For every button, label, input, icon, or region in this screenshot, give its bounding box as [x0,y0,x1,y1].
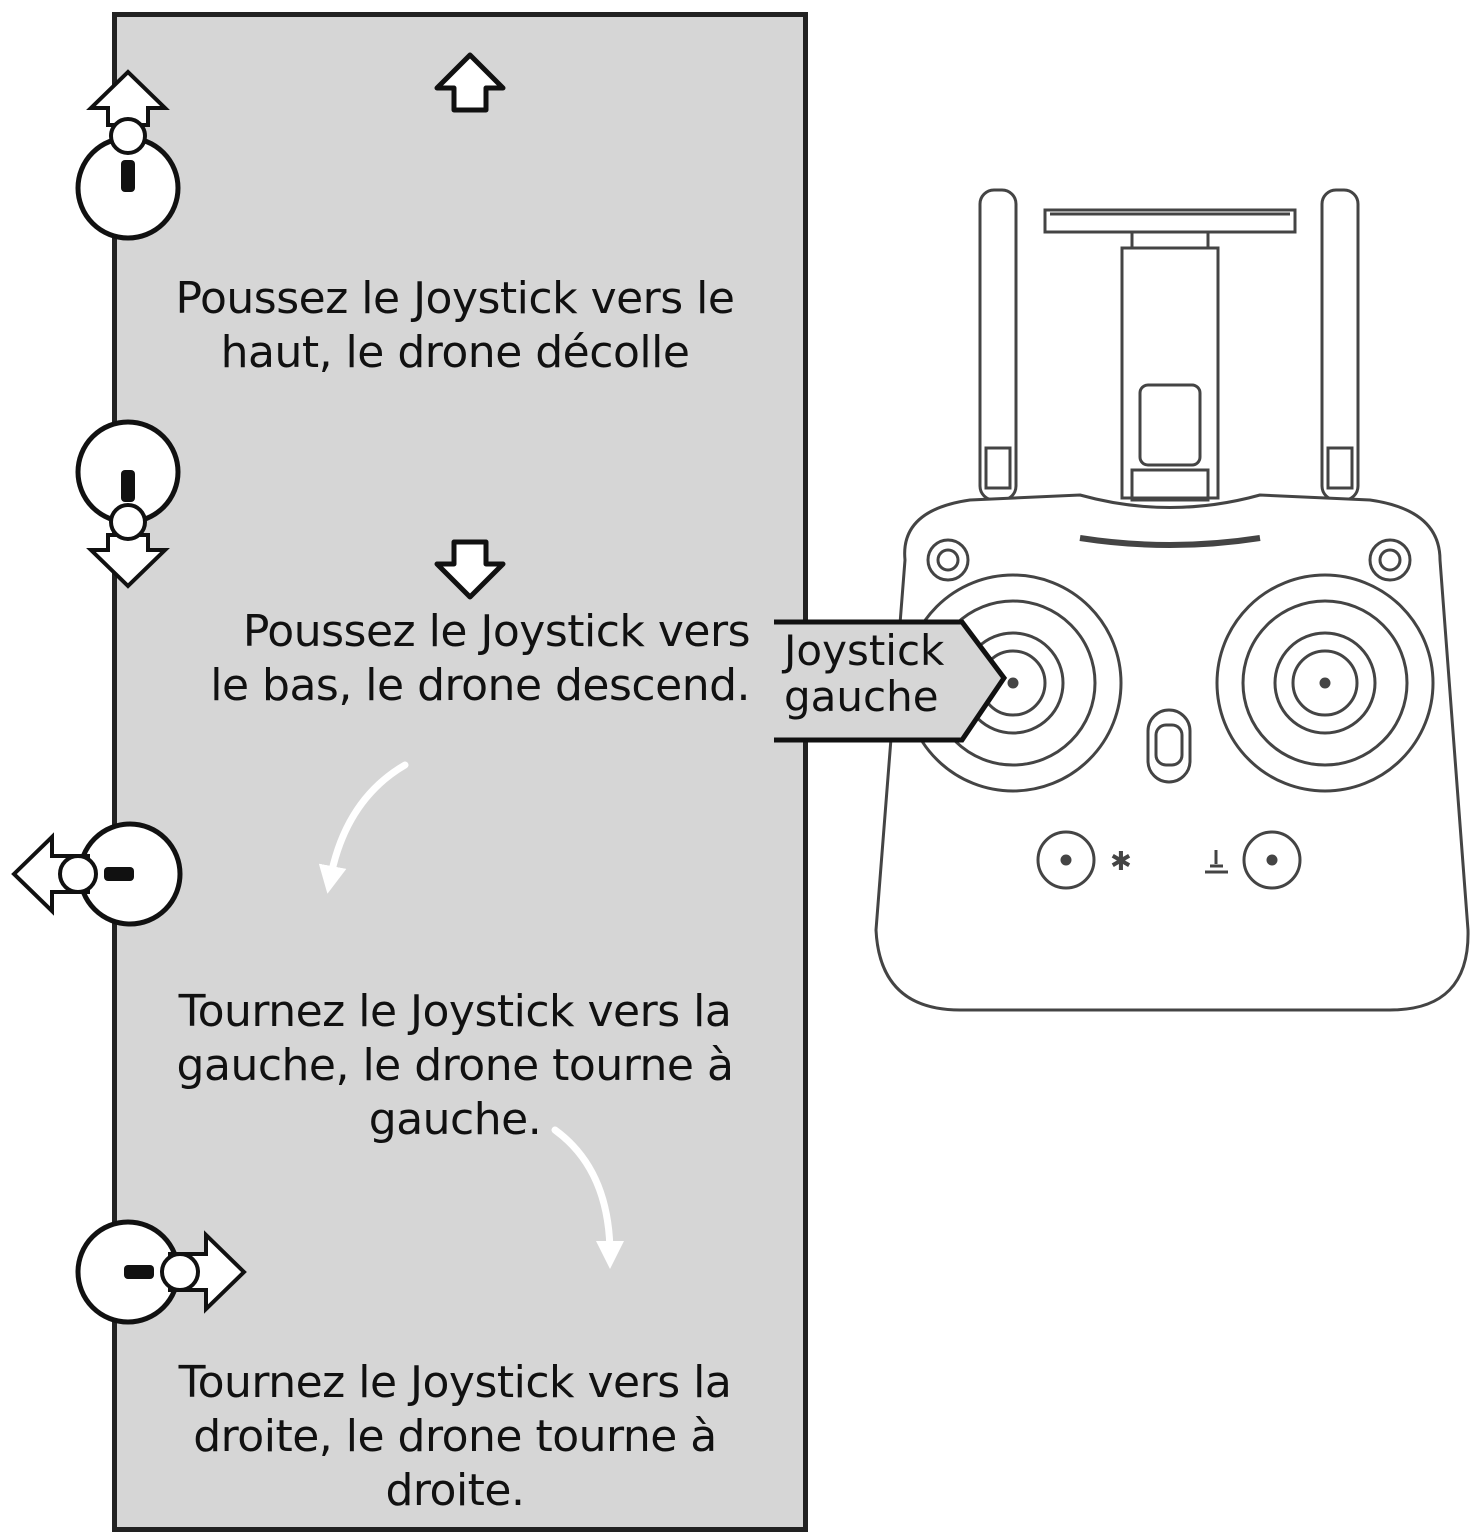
joystick-right-icon [75,1219,247,1325]
joystick-callout-box [774,619,1008,743]
instruction-right-line3: droite. [385,1465,525,1516]
instruction-up-line2: haut, le drone décolle [220,327,690,378]
joystick-callout-label: Joystick gauche [784,628,984,720]
instruction-left-line2: gauche, le drone tourne à [176,1040,734,1091]
instruction-down-line1: Poussez le Joystick vers [242,606,751,657]
instruction-right-line2: droite, le drone tourne à [193,1411,717,1462]
rotate-right-icon [551,1126,624,1269]
instruction-left-caption: Tournez le Joystick vers la gauche, le d… [160,985,750,1147]
instruction-down-caption: Poussez le Joystick vers le bas, le dron… [180,605,750,713]
instruction-down-line2: le bas, le drone descend. [210,660,750,711]
rotate-left-icon [318,761,409,894]
remote-controller-icon: ✱ [874,188,1470,1012]
joystick-up-icon [75,69,181,241]
joystick-left-icon [11,821,183,927]
instruction-left-line1: Tournez le Joystick vers la [178,986,732,1037]
joystick-down-icon [75,419,181,589]
instruction-up-line1: Poussez le Joystick vers le [175,273,735,324]
instruction-right-line1: Tournez le Joystick vers la [178,1357,732,1408]
instruction-up-caption: Poussez le Joystick vers le haut, le dro… [165,272,745,380]
arrow-up-icon [434,52,506,113]
arrow-down-icon [434,539,506,600]
svg-text:✱: ✱ [1110,847,1132,877]
instruction-right-caption: Tournez le Joystick vers la droite, le d… [160,1356,750,1518]
instruction-left-line3: gauche. [368,1094,542,1145]
callout-line2: gauche [784,672,939,721]
callout-line1: Joystick [784,626,945,675]
